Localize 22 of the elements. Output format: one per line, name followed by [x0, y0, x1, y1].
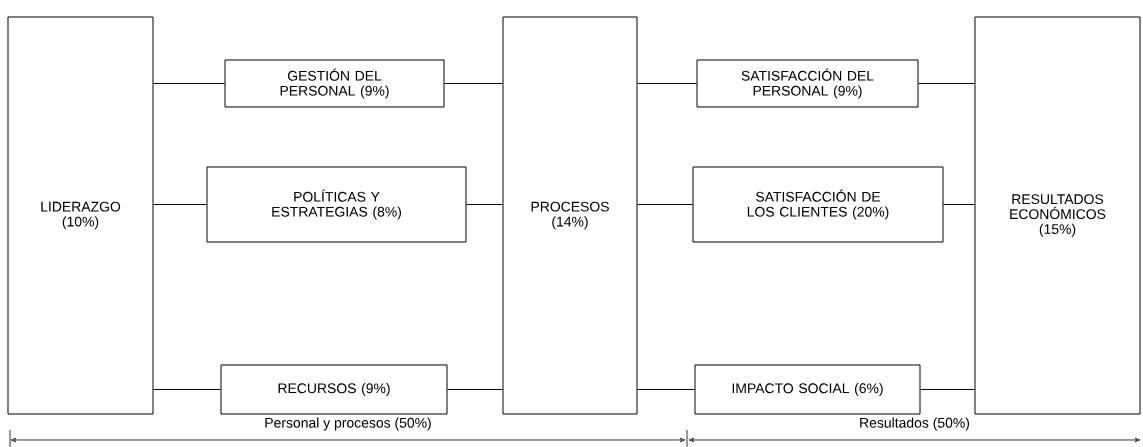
criterion-box: RECURSOS (9%)	[220, 364, 448, 415]
connector-line	[918, 83, 975, 84]
connector-line	[153, 83, 225, 84]
connector-line	[920, 389, 975, 390]
connector-line	[447, 389, 503, 390]
criterion-box: IMPACTO SOCIAL (6%)	[694, 364, 921, 415]
category-box: LIDERAZGO (10%)	[7, 16, 154, 415]
connector-line	[637, 389, 695, 390]
connector-line	[444, 83, 503, 84]
category-box: PROCESOS (14%)	[502, 16, 638, 415]
criterion-box: SATISFACCIÓN DE LOS CLIENTES (20%)	[692, 166, 944, 243]
connector-line	[466, 204, 503, 205]
connector-line	[637, 83, 697, 84]
criterion-box: POLÍTICAS Y ESTRATEGIAS (8%)	[206, 166, 467, 243]
connector-line	[153, 204, 207, 205]
category-box: RESULTADOS ECONÓMICOS (15%)	[974, 16, 1141, 415]
connector-line	[637, 204, 693, 205]
connector-line	[153, 389, 221, 390]
connector-line	[943, 204, 975, 205]
criterion-box: GESTIÓN DEL PERSONAL (9%)	[224, 59, 445, 108]
criterion-box: SATISFACCIÓN DEL PERSONAL (9%)	[696, 59, 919, 108]
dimension-label: Resultados (50%)	[860, 417, 970, 431]
